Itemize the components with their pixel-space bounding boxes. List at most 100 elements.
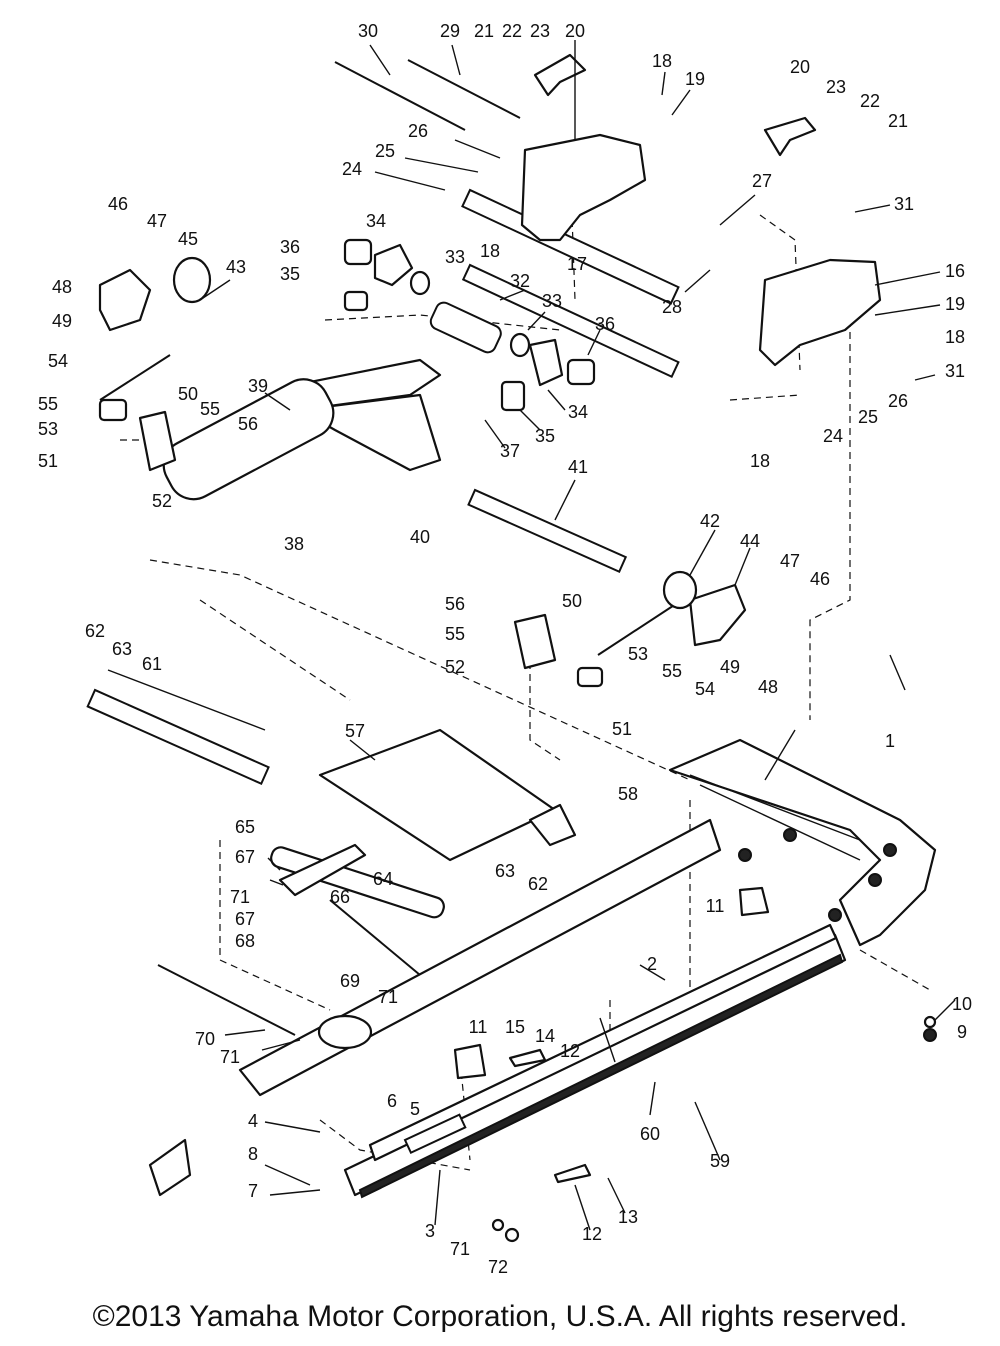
part-label: 51 (38, 451, 58, 471)
shaft-41 (467, 488, 628, 574)
part-label: 13 (618, 1207, 638, 1227)
part-label: 62 (528, 874, 548, 894)
shaft-27 (461, 188, 680, 305)
part-label: 61 (142, 654, 162, 674)
part-label: 5 (410, 1099, 420, 1119)
clip-12-lower (553, 1163, 592, 1184)
part-label: 54 (48, 351, 68, 371)
part-label: 63 (112, 639, 132, 659)
part-label: 36 (280, 237, 300, 257)
part-label: 7 (248, 1181, 258, 1201)
part-label: 52 (152, 491, 172, 511)
part-label: 47 (780, 551, 800, 571)
part-label: 38 (284, 534, 304, 554)
rod-43 (99, 354, 171, 401)
part-label: 23 (530, 21, 550, 41)
arm-64 (278, 843, 367, 897)
bracket-17 (520, 133, 647, 242)
bracket-16 (758, 258, 882, 367)
frame-57 (318, 728, 557, 862)
block-53-right (576, 666, 604, 688)
bushing-35-upper (343, 290, 369, 312)
part-label: 21 (474, 21, 494, 41)
part-label: 57 (345, 721, 365, 741)
part-label: 18 (652, 51, 672, 71)
part-label: 20 (565, 21, 585, 41)
part-label: 2 (647, 954, 657, 974)
washer-71 (491, 1218, 505, 1232)
part-label: 53 (38, 419, 58, 439)
part-label: 44 (740, 531, 760, 551)
part-label: 45 (178, 229, 198, 249)
part-label: 33 (445, 247, 465, 267)
small-parts (98, 398, 937, 1243)
part-label: 52 (445, 657, 465, 677)
part-label: 67 (235, 909, 255, 929)
part-label: 60 (640, 1124, 660, 1144)
part-label: 55 (662, 661, 682, 681)
part-label: 9 (957, 1022, 967, 1042)
part-label: 12 (582, 1224, 602, 1244)
part-label: 55 (38, 394, 58, 414)
washer-33-upper (409, 270, 431, 296)
part-label: 35 (535, 426, 555, 446)
link-69 (329, 899, 421, 976)
bracket-45 (98, 268, 152, 332)
part-label: 71 (450, 1239, 470, 1259)
part-label: 50 (562, 591, 582, 611)
clip-20-left (533, 53, 587, 97)
slider-3-nose (403, 1113, 467, 1155)
part-label: 71 (220, 1047, 240, 1067)
bolt-70 (157, 964, 296, 1036)
part-label: 46 (810, 569, 830, 589)
bracket-50-right (513, 613, 557, 670)
part-label: 49 (52, 311, 72, 331)
part-label: 53 (628, 644, 648, 664)
part-label: 6 (387, 1091, 397, 1111)
runner-2 (368, 923, 838, 1162)
part-label: 64 (373, 869, 393, 889)
shock-spring-38 (162, 378, 335, 501)
bracket-44 (688, 583, 747, 647)
part-label: 21 (888, 111, 908, 131)
collar-32 (429, 301, 502, 354)
part-label: 54 (695, 679, 715, 699)
part-label: 34 (366, 211, 386, 231)
part-label: 15 (505, 1017, 525, 1037)
part-label: 33 (542, 291, 562, 311)
part-label: 34 (568, 402, 588, 422)
part-label: 27 (752, 171, 772, 191)
copyright-notice: ©2013 Yamaha Motor Corporation, U.S.A. A… (92, 1300, 908, 1333)
part-label: 69 (340, 971, 360, 991)
part-label: 70 (195, 1029, 215, 1049)
shaft-29 (407, 59, 521, 119)
part-label: 11 (469, 1017, 488, 1037)
part-label: 66 (330, 887, 350, 907)
part-label: 16 (945, 261, 965, 281)
part-label: 56 (445, 594, 465, 614)
part-label: 18 (945, 327, 965, 347)
spring-42 (662, 570, 698, 610)
part-label: 48 (52, 277, 72, 297)
part-label: 31 (945, 361, 965, 381)
nut-72 (504, 1227, 520, 1243)
part-label: 35 (280, 264, 300, 284)
part-label: 11 (706, 896, 725, 916)
part-label: 29 (440, 21, 460, 41)
nut-9 (923, 1028, 937, 1042)
part-label: 26 (888, 391, 908, 411)
part-label: 71 (378, 987, 398, 1007)
part-label: 67 (235, 847, 255, 867)
clip-20-right (763, 116, 817, 157)
part-label: 3 (425, 1221, 435, 1241)
part-label: 36 (595, 314, 615, 334)
part-label: 42 (700, 511, 720, 531)
pad-11-right (738, 886, 770, 917)
part-label: 22 (860, 91, 880, 111)
part-label: 50 (178, 384, 198, 404)
part-label: 12 (560, 1041, 580, 1061)
swing-arm-assembly (162, 238, 698, 610)
part-label: 22 (502, 21, 522, 41)
part-label: 51 (612, 719, 632, 739)
part-label: 4 (248, 1111, 258, 1131)
